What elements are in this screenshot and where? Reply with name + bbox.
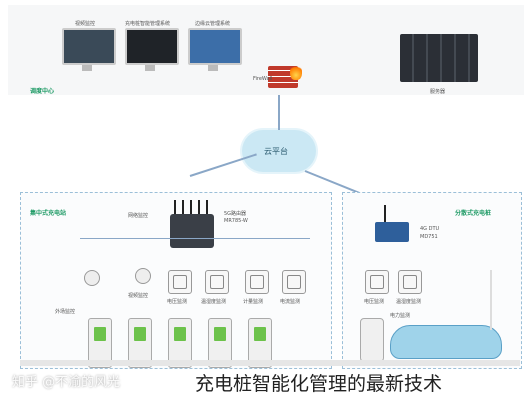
sensor-temp-humidity bbox=[205, 270, 229, 294]
dtu-model: MD751 bbox=[420, 234, 438, 240]
sensor-metering-label: 计量监测 bbox=[243, 299, 264, 305]
caption: 充电桩智能化管理的最新技术 bbox=[195, 373, 443, 395]
sensor-current bbox=[282, 270, 306, 294]
monitor-video bbox=[62, 28, 116, 65]
server-rack bbox=[400, 34, 478, 82]
sensor-metering bbox=[245, 270, 269, 294]
monitor-stand bbox=[208, 65, 218, 71]
camera-icon bbox=[135, 268, 151, 284]
sensor-current-label: 电流监测 bbox=[280, 299, 301, 305]
charger-3 bbox=[168, 318, 192, 368]
watermark: 知乎 @不渝的风光 bbox=[12, 375, 121, 390]
router-label: 5G路由器 bbox=[224, 211, 247, 217]
monitor-stand bbox=[145, 65, 155, 71]
left-zone-title: 集中式充电站 bbox=[30, 210, 67, 217]
cloud-label: 云平台 bbox=[264, 147, 288, 156]
ev-car-icon bbox=[390, 325, 502, 359]
charger-screen bbox=[214, 327, 226, 341]
sensor-temp-label: 温湿度监测 bbox=[201, 299, 227, 305]
firewall-label: FireWall bbox=[253, 76, 273, 82]
charger-5 bbox=[248, 318, 272, 368]
ground bbox=[20, 360, 520, 366]
charger-screen bbox=[254, 327, 266, 341]
dtu-icon bbox=[375, 222, 409, 242]
sensor-voltage bbox=[168, 270, 192, 294]
antenna-icon bbox=[384, 205, 386, 222]
router-icon bbox=[170, 214, 214, 248]
charger-2 bbox=[128, 318, 152, 368]
link-cloud-dispatch bbox=[278, 95, 280, 130]
monitor-video-label: 视频监控 bbox=[75, 21, 96, 27]
right-zone-title: 分散式充电桩 bbox=[455, 210, 492, 217]
charger-4 bbox=[208, 318, 232, 368]
meter-label: 电力监测 bbox=[390, 313, 411, 319]
aux-monitor-label: 网络监控 bbox=[128, 213, 149, 219]
charger-right bbox=[360, 318, 384, 362]
sensor-voltage-right-label: 电压监测 bbox=[364, 299, 385, 305]
dtu-label: 4G DTU bbox=[420, 226, 440, 232]
bus-horizontal bbox=[80, 238, 310, 239]
sensor-voltage-label: 电压监测 bbox=[167, 299, 188, 305]
charger-screen bbox=[134, 327, 146, 341]
monitor-edge-cloud bbox=[188, 28, 242, 65]
sensor-voltage-right bbox=[365, 270, 389, 294]
antenna-icon bbox=[174, 200, 210, 214]
sensor-temp-right bbox=[398, 270, 422, 294]
monitor-charging-system bbox=[125, 28, 179, 65]
monitor-stand bbox=[82, 65, 92, 71]
charger-screen bbox=[94, 327, 106, 341]
dispatch-zone-title: 调度中心 bbox=[30, 88, 55, 95]
camera-label: 视频监控 bbox=[128, 293, 149, 299]
monitor-charging-label: 充电桩智能管理系统 bbox=[125, 21, 171, 27]
outdoor-label: 外场监控 bbox=[55, 309, 76, 315]
sensor-temp-right-label: 温湿度监测 bbox=[396, 299, 422, 305]
monitor-edge-label: 边缘云管理系统 bbox=[195, 21, 231, 27]
cloud-icon bbox=[242, 130, 316, 172]
wind-turbine-icon bbox=[490, 270, 492, 330]
server-label: 服务器 bbox=[430, 89, 446, 95]
flame-icon bbox=[290, 64, 302, 80]
charger-1 bbox=[88, 318, 112, 368]
charger-screen bbox=[174, 327, 186, 341]
outdoor-camera-icon bbox=[84, 270, 100, 286]
router-model: MR785-W bbox=[224, 218, 248, 224]
